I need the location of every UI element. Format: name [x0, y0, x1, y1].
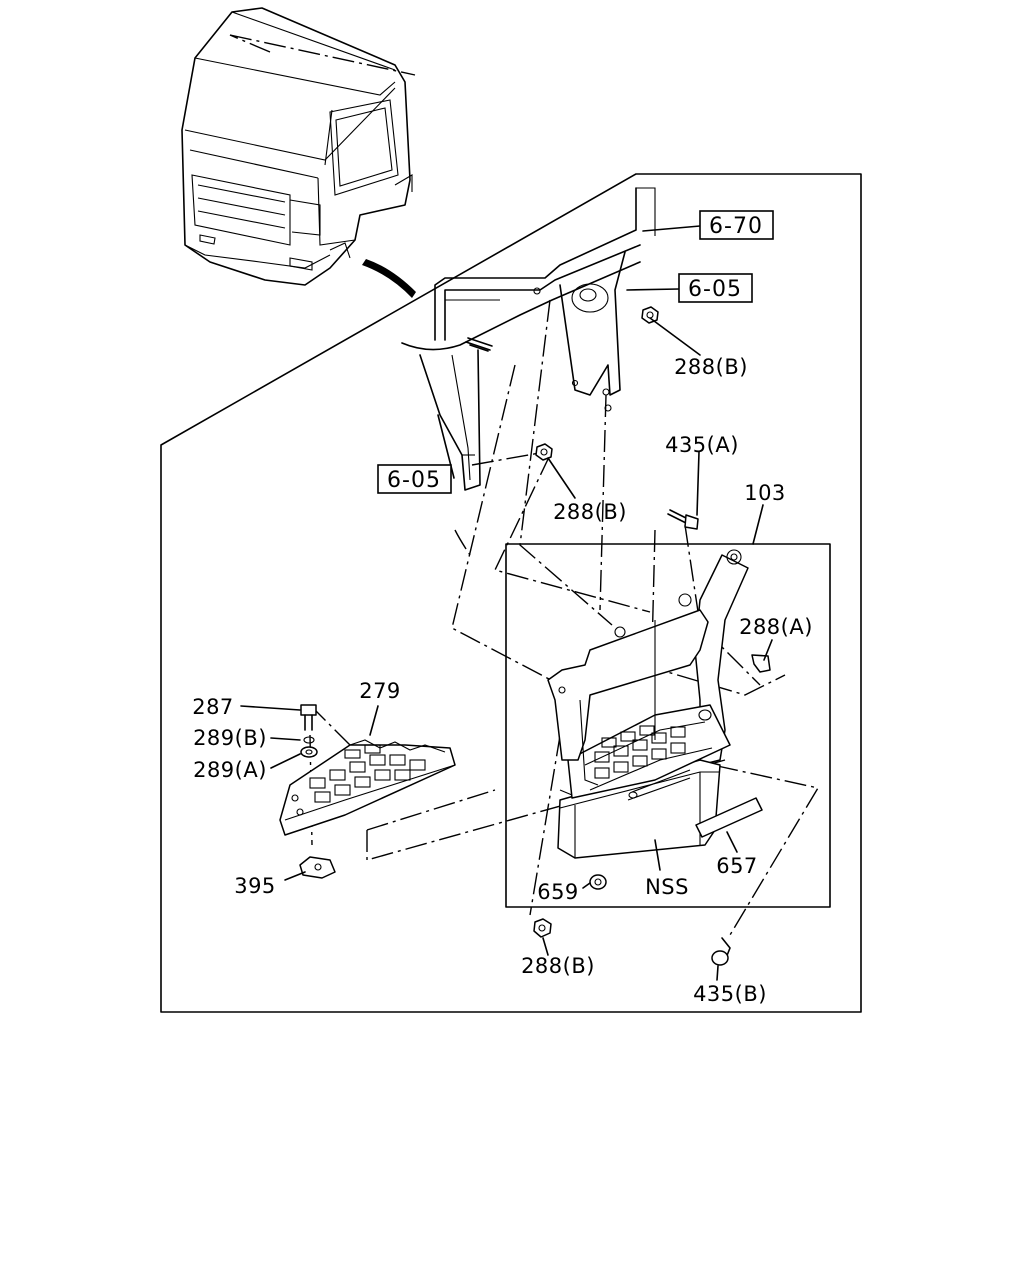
ref-box-6-70	[699, 210, 774, 240]
ref-label-6-70: 6-70	[709, 214, 763, 239]
ref-box-6-05-left	[377, 464, 452, 494]
bracket-stud	[465, 337, 493, 352]
ref-box-6-05-upper	[678, 273, 753, 303]
truck-cab-illustration	[181, 7, 413, 286]
part-label-287: 287	[192, 695, 234, 719]
assembly-center-lines	[229, 34, 820, 936]
cab-body-panel	[401, 187, 656, 491]
part-label-289b: 289(B)	[193, 726, 267, 750]
ref-label-6-05-upper: 6-05	[688, 277, 742, 302]
subassembly-box-103	[505, 543, 831, 908]
part-label-435b: 435(B)	[693, 982, 767, 1006]
aux-step-279	[279, 739, 456, 836]
part-label-659: 659	[537, 880, 579, 904]
mudguard-assembly-103	[547, 549, 763, 859]
part-label-288a: 288(A)	[739, 615, 813, 639]
part-label-279: 279	[359, 679, 401, 703]
part-label-435a: 435(A)	[665, 433, 739, 457]
part-label-395: 395	[234, 874, 276, 898]
part-label-288b-bottom: 288(B)	[521, 954, 595, 978]
fasteners	[300, 306, 771, 966]
leader-lines	[240, 225, 773, 981]
part-label-nss: NSS	[645, 875, 689, 899]
detail-pointer-arrow	[362, 259, 416, 298]
plate-395	[299, 856, 336, 879]
part-label-103: 103	[744, 481, 786, 505]
ref-label-6-05-left: 6-05	[387, 468, 441, 493]
part-label-289a: 289(A)	[193, 758, 267, 782]
part-label-288b-mid: 288(B)	[553, 500, 627, 524]
part-label-288b-top: 288(B)	[674, 355, 748, 379]
part-label-657: 657	[716, 854, 758, 878]
detail-frame	[160, 173, 862, 1013]
